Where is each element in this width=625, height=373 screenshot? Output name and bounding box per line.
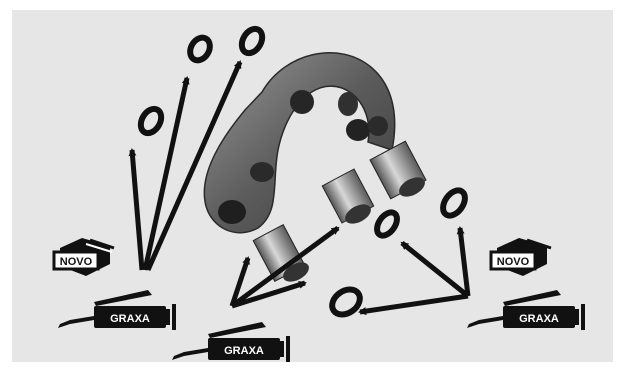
- bushing: [322, 169, 374, 228]
- grease-gun-label: GRAXA: [519, 313, 559, 325]
- grease-gun-icon: GRAXA: [58, 290, 176, 330]
- arrow: [360, 228, 468, 312]
- new-part-badge-icon: NOVO: [491, 238, 551, 276]
- new-badge-label: NOVO: [60, 256, 93, 268]
- grease-gun-icon: GRAXA: [172, 322, 290, 362]
- new-part-badge-icon: NOVO: [54, 238, 114, 276]
- grease-gun-label: GRAXA: [224, 345, 264, 357]
- new-badge-label: NOVO: [497, 256, 530, 268]
- grease-gun-icon: GRAXA: [467, 290, 585, 330]
- bushing: [370, 141, 428, 200]
- grease-gun-label: GRAXA: [110, 313, 150, 325]
